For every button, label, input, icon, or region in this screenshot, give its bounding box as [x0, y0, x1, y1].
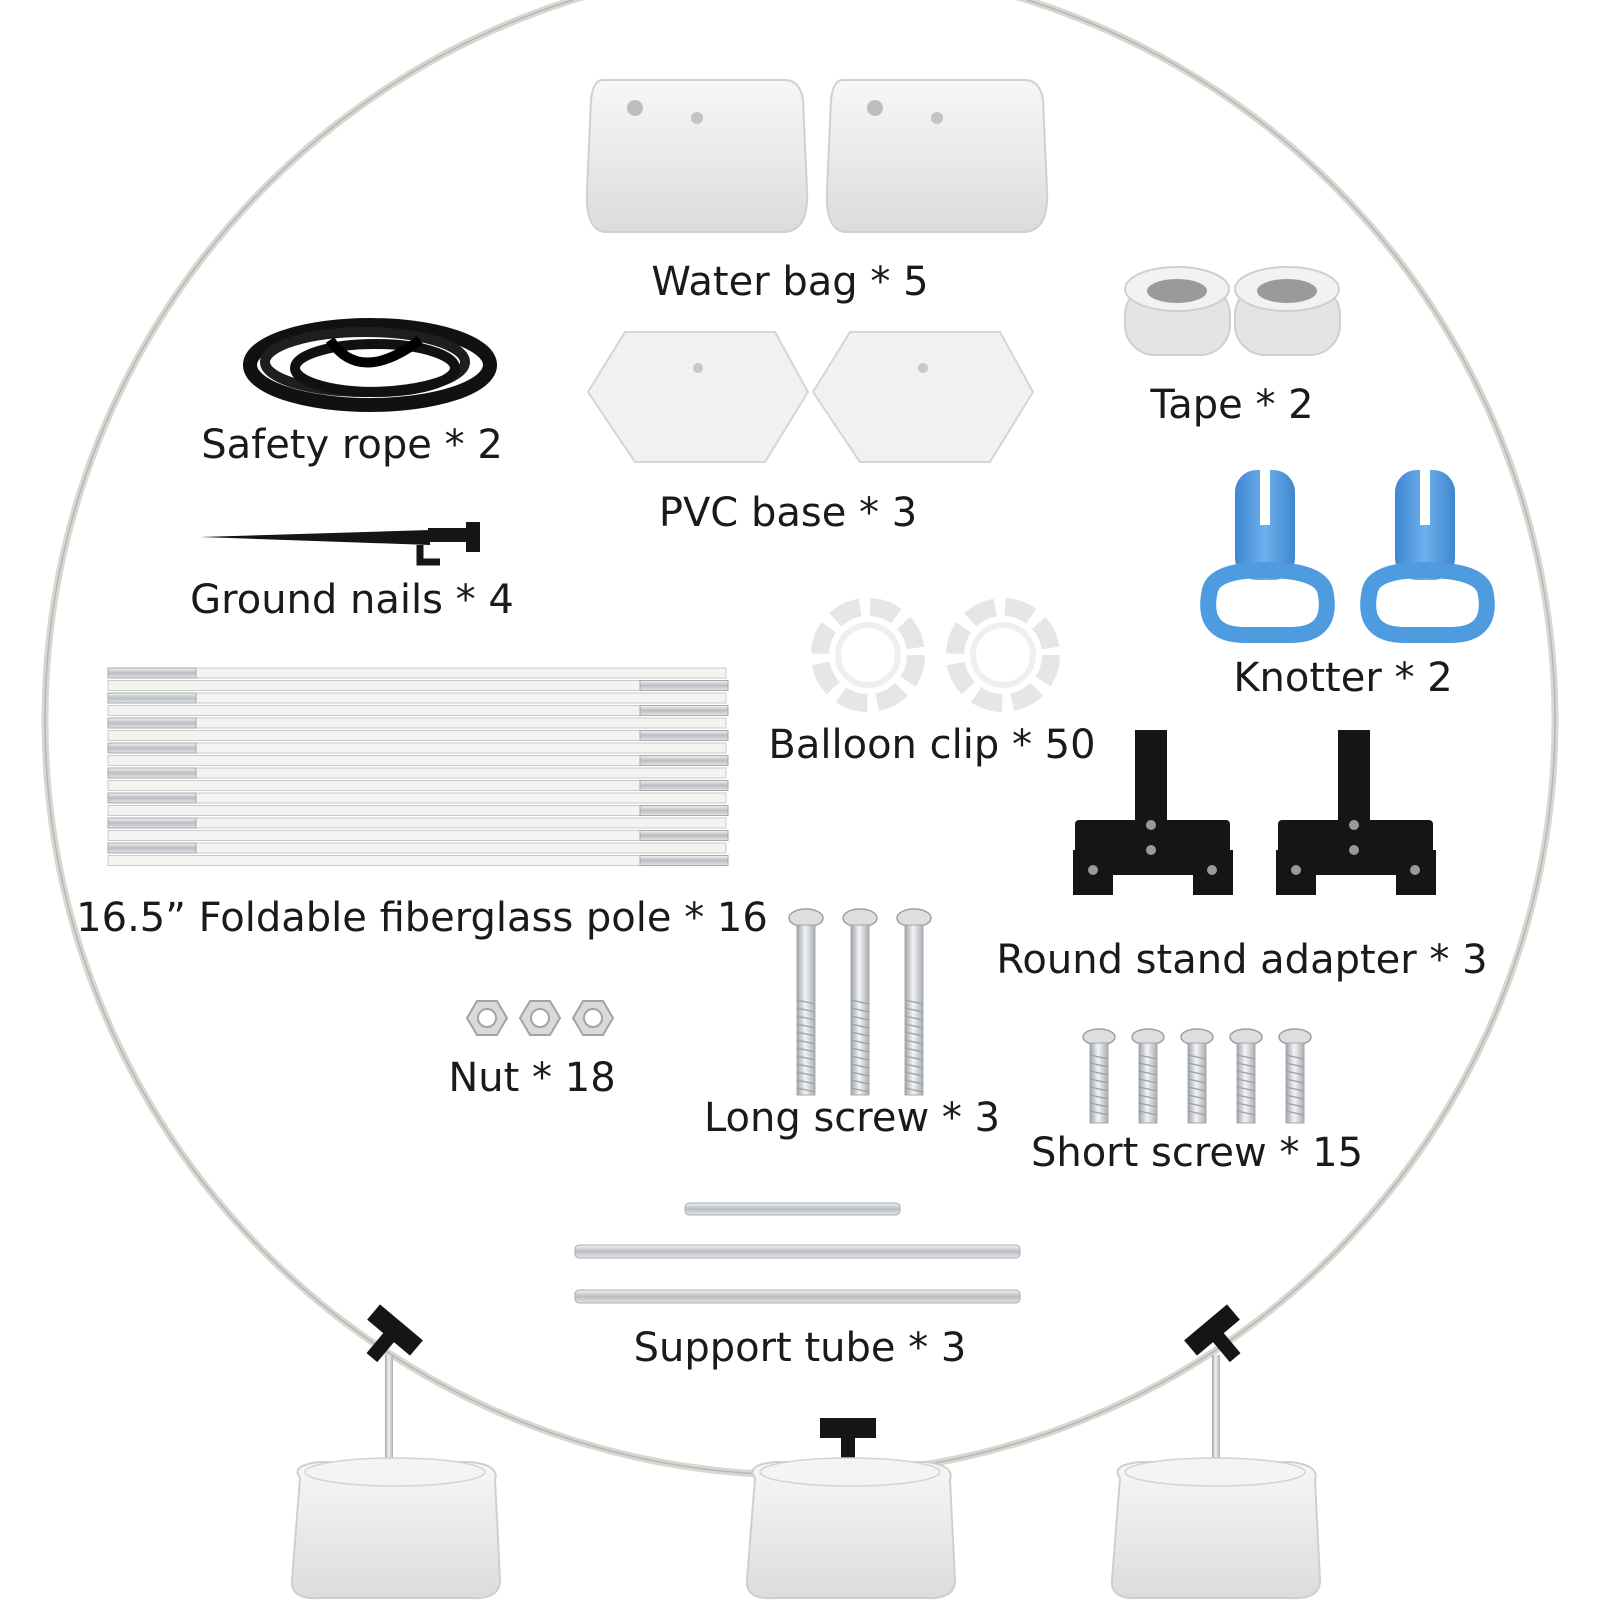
pvc-base-image	[586, 331, 1035, 463]
label-long-screw: Long screw * 3	[703, 1095, 1001, 1141]
nut-image	[465, 1000, 615, 1036]
balloon-clip-image	[811, 598, 1060, 712]
safety-rope-image	[243, 318, 497, 412]
short-screw-image	[1082, 1028, 1312, 1124]
label-fiberglass-pole: 16.5” Foldable fiberglass pole * 16	[76, 895, 768, 941]
assembled-stand-center	[745, 1418, 957, 1600]
label-nut: Nut * 18	[448, 1055, 616, 1101]
label-short-screw: Short screw * 15	[1030, 1130, 1364, 1176]
support-tube-image	[574, 1202, 1021, 1304]
label-knotter: Knotter * 2	[1233, 655, 1453, 701]
label-round-stand-adapter: Round stand adapter * 3	[996, 937, 1488, 983]
label-pvc-base: PVC base * 3	[658, 490, 918, 536]
assembled-stand-right	[1110, 1304, 1322, 1600]
round-stand-adapter-image	[1073, 730, 1436, 895]
label-ground-nails: Ground nails * 4	[190, 577, 514, 623]
label-balloon-clip: Balloon clip * 50	[768, 722, 1096, 768]
label-water-bag: Water bag * 5	[651, 259, 929, 305]
knotter-image	[1200, 470, 1495, 643]
ground-nail-image	[200, 522, 480, 566]
water-bag-image	[585, 79, 1049, 233]
label-tape: Tape * 2	[1150, 382, 1314, 428]
label-support-tube: Support tube * 3	[633, 1325, 967, 1371]
long-screw-image	[788, 908, 932, 1096]
label-safety-rope: Safety rope * 2	[201, 422, 503, 468]
fiberglass-pole-image	[107, 667, 729, 866]
assembled-stand-left	[290, 1304, 502, 1600]
tape-image	[1124, 266, 1341, 356]
